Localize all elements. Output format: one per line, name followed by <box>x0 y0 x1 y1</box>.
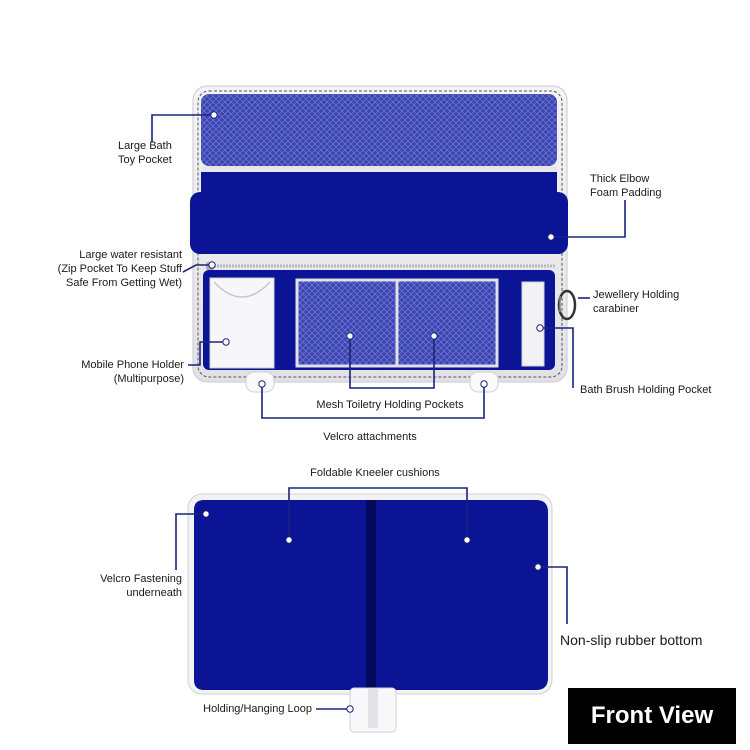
label-line: underneath <box>126 587 182 599</box>
label-line: (Zip Pocket To Keep Stuff <box>57 263 182 275</box>
callout-dot <box>285 536 293 544</box>
label-large-bath-toy-pocket: Large Bath Toy Pocket <box>118 139 172 167</box>
label-bath-brush-pocket: Bath Brush Holding Pocket <box>580 384 712 396</box>
label-foldable-kneeler-cushions: Foldable Kneeler cushions <box>310 467 440 479</box>
callout-line-cushions <box>288 487 468 540</box>
callout-line-toy-pocket <box>151 114 214 142</box>
callout-line-brush <box>540 327 574 388</box>
mesh-toiletry-pocket-right <box>395 278 499 368</box>
callout-dot <box>430 332 438 340</box>
kneeler-cushion-left <box>194 500 368 690</box>
callout-dot <box>346 332 354 340</box>
bath-brush-pocket <box>521 281 545 367</box>
callout-dot <box>208 261 216 269</box>
callout-line-mesh <box>349 336 435 389</box>
callout-dot <box>463 536 471 544</box>
kneeler-cushion-right <box>374 500 548 690</box>
label-line: Large water resistant <box>79 249 182 261</box>
callout-line-phone <box>188 341 226 366</box>
mesh-toiletry-pocket-left <box>295 278 399 368</box>
label-line: Toy Pocket <box>118 154 172 166</box>
callout-dot <box>536 324 544 332</box>
callout-dot <box>346 705 354 713</box>
label-line: Foam Padding <box>590 187 662 199</box>
label-line: (Multipurpose) <box>113 373 184 385</box>
label-line: carabiner <box>593 303 639 315</box>
label-line: Safe From Getting Wet) <box>66 277 182 289</box>
label-thick-elbow-foam-padding: Thick Elbow Foam Padding <box>590 172 662 200</box>
callout-line-nonslip <box>538 566 568 624</box>
label-non-slip-bottom: Non-slip rubber bottom <box>560 632 703 648</box>
callout-dot <box>222 338 230 346</box>
label-velcro-attachments: Velcro attachments <box>323 431 417 443</box>
callout-line-zip <box>182 264 212 273</box>
label-mesh-toiletry-pockets: Mesh Toiletry Holding Pockets <box>316 399 464 411</box>
label-velcro-fastening: Velcro Fastening underneath <box>70 572 182 600</box>
elbow-foam-padding <box>190 192 568 254</box>
callout-line-velcro <box>261 384 485 419</box>
mobile-phone-holder <box>209 277 275 369</box>
label-jewellery-carabiner: Jewellery Holding carabiner <box>593 288 679 316</box>
label-zip-pocket: Large water resistant (Zip Pocket To Kee… <box>20 248 182 290</box>
callout-line-velcro-fastening <box>175 513 206 570</box>
label-line: Large Bath <box>118 140 172 152</box>
bath-toy-mesh-pocket <box>201 94 557 166</box>
callout-dot <box>210 111 218 119</box>
kneeler-illustration <box>187 493 553 733</box>
label-hanging-loop: Holding/Hanging Loop <box>203 703 312 715</box>
front-view-badge: Front View <box>568 688 736 744</box>
callout-lines <box>151 114 626 710</box>
callout-line-foam <box>551 200 626 238</box>
callout-dot <box>258 380 266 388</box>
bath-organizer-illustration <box>190 85 577 393</box>
carabiner-icon <box>557 289 577 321</box>
callout-dot <box>480 380 488 388</box>
callout-dot <box>547 233 555 241</box>
label-line: Velcro Fastening <box>100 573 182 585</box>
callout-dot <box>534 563 542 571</box>
label-line: Mobile Phone Holder <box>81 359 184 371</box>
callout-dot <box>202 510 210 518</box>
label-line: Jewellery Holding <box>593 289 680 301</box>
label-line: Thick Elbow <box>590 173 650 185</box>
callout-dots <box>202 111 555 713</box>
label-mobile-phone-holder: Mobile Phone Holder (Multipurpose) <box>40 358 184 386</box>
